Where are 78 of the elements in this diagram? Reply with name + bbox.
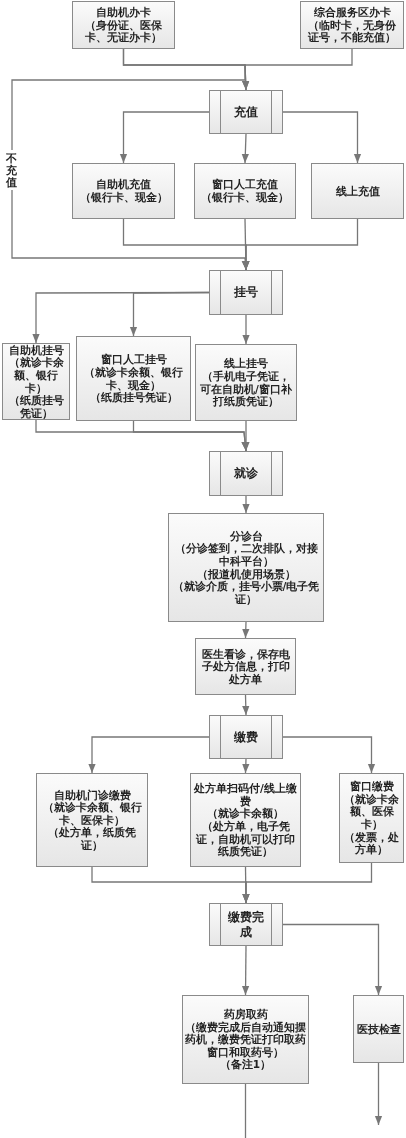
process-box bbox=[209, 903, 283, 946]
box-title: 就诊 bbox=[234, 466, 258, 481]
box-text: （报道机使用场景） bbox=[196, 567, 296, 581]
arrow bbox=[282, 923, 383, 996]
box-title: 自助机办卡 bbox=[96, 6, 151, 19]
box-title: 窗口人工挂号 bbox=[100, 353, 167, 366]
box-title: 线上充值 bbox=[335, 184, 380, 198]
box-title: 综合服务区办卡 bbox=[313, 6, 391, 19]
box-title: 自助机门诊缴费 bbox=[53, 788, 131, 802]
arrow bbox=[242, 495, 250, 514]
step-box bbox=[72, 163, 175, 219]
box-title: 自助机挂号 bbox=[8, 343, 64, 357]
box-title: 医技检查 bbox=[356, 1022, 401, 1036]
arrow bbox=[242, 420, 250, 452]
box-text: （身份证、医保卡、无证办卡） bbox=[84, 18, 163, 44]
arrow bbox=[242, 694, 250, 716]
step-box bbox=[195, 344, 297, 421]
box-text: （备注1） bbox=[219, 1058, 272, 1071]
step-box bbox=[182, 995, 309, 1084]
box-text: （就诊卡余额） bbox=[207, 807, 284, 820]
box-text: （就诊介质，挂号小票/电子凭证） bbox=[171, 580, 321, 606]
box-title: 缴费 bbox=[234, 729, 258, 745]
step-box bbox=[195, 638, 296, 695]
box-title: 药房取药 bbox=[223, 1008, 268, 1021]
box-text: （就诊卡余额、银行卡、医保卡） bbox=[41, 801, 143, 827]
arrow bbox=[242, 48, 353, 91]
arrow bbox=[242, 758, 250, 774]
box-text: （就诊卡余额、医保卡） bbox=[343, 792, 400, 831]
box-text: （纸质挂号凭证） bbox=[89, 391, 178, 404]
box-title: 处方单扫码付/线上缴费 bbox=[193, 782, 298, 808]
step-box bbox=[353, 995, 404, 1063]
box-title: 窗口缴费 bbox=[349, 780, 394, 793]
step-box bbox=[76, 336, 191, 421]
step-box bbox=[36, 773, 148, 867]
box-title: 自助机充值 bbox=[96, 178, 151, 191]
box-text: （临时卡，无身份证号，不能充值） bbox=[307, 18, 397, 44]
step-box bbox=[194, 163, 296, 219]
box-title: 线上挂号 bbox=[224, 357, 268, 370]
arrow bbox=[241, 945, 250, 996]
box-text: （处方单，纸质凭证） bbox=[47, 826, 137, 852]
box-text: （缴费完成后自动通知摆药机，缴费凭证打印取药窗口和取药号） bbox=[185, 1020, 306, 1059]
step-box bbox=[300, 1, 404, 49]
box-text: （发票，处方单） bbox=[343, 830, 400, 856]
step-box bbox=[190, 773, 301, 867]
arrow bbox=[241, 133, 249, 164]
process-box bbox=[209, 451, 283, 496]
step-box bbox=[2, 343, 70, 420]
step-box bbox=[311, 163, 404, 219]
process-box bbox=[209, 90, 283, 134]
box-text: （分诊签到，二次排队，对接中科平台） bbox=[173, 542, 319, 568]
box-text: （纸质挂号凭证） bbox=[7, 394, 65, 420]
process-box bbox=[209, 715, 283, 759]
process-box bbox=[209, 270, 283, 315]
step-box bbox=[168, 513, 324, 622]
box-text: （就诊卡余额、银行卡） bbox=[7, 356, 65, 395]
box-title: 分诊台 bbox=[229, 529, 263, 542]
arrow bbox=[129, 291, 210, 337]
arrow bbox=[119, 111, 210, 164]
arrow bbox=[374, 1062, 383, 1126]
box-text: （银行卡、现金） bbox=[79, 191, 168, 204]
box-text: （银行卡、现金） bbox=[201, 191, 289, 204]
step-box bbox=[72, 1, 175, 49]
arrow bbox=[282, 736, 376, 774]
arrow bbox=[242, 314, 250, 345]
box-text: （手机电子凭证，可在自助机/窗口补打纸质凭证） bbox=[199, 369, 293, 408]
box-title: 充值 bbox=[234, 104, 258, 120]
edge-label: 不充值 bbox=[6, 150, 17, 191]
arrow bbox=[242, 862, 373, 904]
box-text: （处方单，电子凭证，自助机可以打印纸质凭证） bbox=[195, 820, 296, 858]
box-title: 医生看诊，保存电子处方信息，打印处方单 bbox=[200, 647, 291, 686]
arrow bbox=[242, 621, 250, 639]
box-text: （就诊卡余额、银行卡、现金） bbox=[83, 365, 184, 391]
arrow bbox=[282, 111, 362, 164]
step-box bbox=[339, 773, 404, 863]
box-title: 窗口人工充值 bbox=[212, 178, 278, 191]
box-title: 挂号 bbox=[234, 285, 258, 300]
arrow bbox=[88, 736, 210, 774]
box-title: 缴费完成 bbox=[227, 910, 265, 939]
